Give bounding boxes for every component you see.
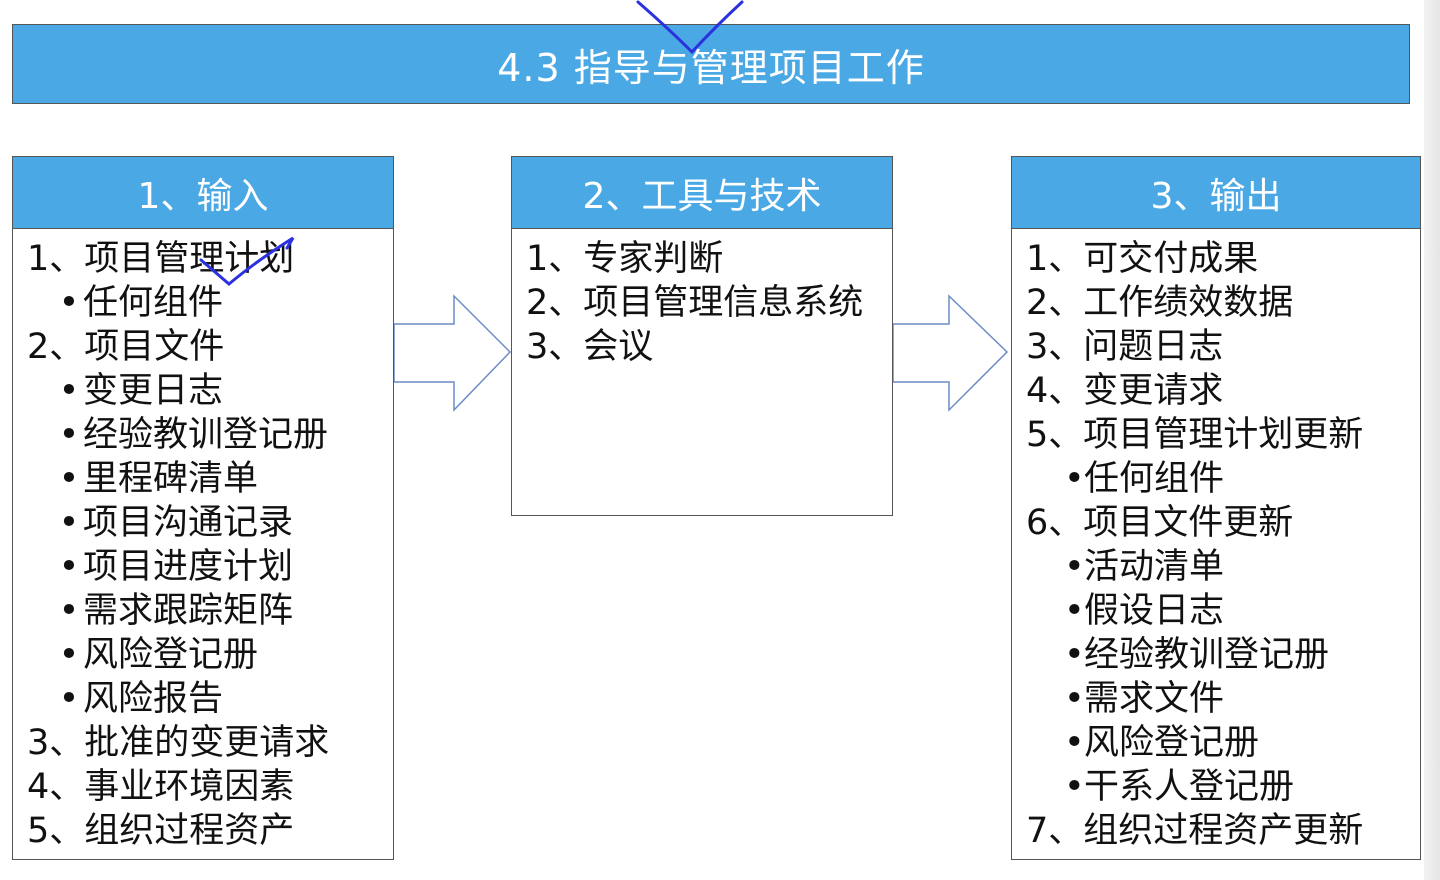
list-item: 3、批准的变更请求 (27, 723, 330, 763)
list-item: 假设日志 (1026, 589, 1420, 633)
list-item: 3、会议 (526, 327, 654, 367)
diagram-title: 4.3 指导与管理项目工作 (12, 24, 1410, 104)
outputs-column: 3、输出 1、可交付成果 2、工作绩效数据 3、问题日志 4、变更请求 5、项目… (1011, 156, 1421, 860)
list-item: 经验教训登记册 (1026, 633, 1420, 677)
tools-header-text: 2、工具与技术 (582, 175, 822, 217)
outputs-header: 3、输出 (1012, 157, 1420, 229)
diagram-title-text: 4.3 指导与管理项目工作 (497, 45, 925, 90)
list-item: 2、项目文件 (27, 327, 225, 367)
list-item: 5、项目管理计划更新 (1026, 415, 1364, 455)
list-item: 风险报告 (27, 677, 393, 721)
outputs-list: 1、可交付成果 2、工作绩效数据 3、问题日志 4、变更请求 5、项目管理计划更… (1012, 229, 1420, 853)
tools-list: 1、专家判断 2、项目管理信息系统 3、会议 (512, 229, 892, 369)
list-item: 活动清单 (1026, 545, 1420, 589)
list-item: 项目沟通记录 (27, 501, 393, 545)
list-item: 2、项目管理信息系统 (526, 283, 864, 323)
list-item: 里程碑清单 (27, 457, 393, 501)
list-item: 风险登记册 (27, 633, 393, 677)
tools-header: 2、工具与技术 (512, 157, 892, 229)
flow-arrow-tools-to-outputs (893, 294, 1009, 412)
list-item: 变更日志 (27, 369, 393, 413)
inputs-list: 1、项目管理计划 任何组件 2、项目文件 变更日志 经验教训登记册 里程碑清单 … (13, 229, 393, 853)
inputs-column: 1、输入 1、项目管理计划 任何组件 2、项目文件 变更日志 经验教训登记册 里… (12, 156, 394, 860)
list-item: 4、事业环境因素 (27, 767, 295, 807)
list-item: 7、组织过程资产更新 (1026, 811, 1364, 851)
tools-column: 2、工具与技术 1、专家判断 2、项目管理信息系统 3、会议 (511, 156, 893, 516)
list-item: 需求跟踪矩阵 (27, 589, 393, 633)
inputs-header: 1、输入 (13, 157, 393, 229)
list-item: 1、专家判断 (526, 239, 724, 279)
list-item: 项目进度计划 (27, 545, 393, 589)
list-item: 6、项目文件更新 (1026, 503, 1294, 543)
list-item: 需求文件 (1026, 677, 1420, 721)
list-item: 任何组件 (1026, 457, 1420, 501)
list-item: 任何组件 (27, 281, 393, 325)
list-item: 1、可交付成果 (1026, 239, 1259, 279)
list-item: 干系人登记册 (1026, 765, 1420, 809)
list-item: 2、工作绩效数据 (1026, 283, 1294, 323)
list-item: 经验教训登记册 (27, 413, 393, 457)
inputs-header-text: 1、输入 (137, 175, 269, 217)
list-item: 风险登记册 (1026, 721, 1420, 765)
outputs-header-text: 3、输出 (1150, 175, 1282, 217)
list-item: 5、组织过程资产 (27, 811, 295, 851)
list-item: 4、变更请求 (1026, 371, 1224, 411)
list-item: 1、项目管理计划 (27, 239, 295, 279)
page-edge-shadow (1424, 0, 1440, 880)
flow-arrow-inputs-to-tools (394, 294, 512, 412)
list-item: 3、问题日志 (1026, 327, 1224, 367)
